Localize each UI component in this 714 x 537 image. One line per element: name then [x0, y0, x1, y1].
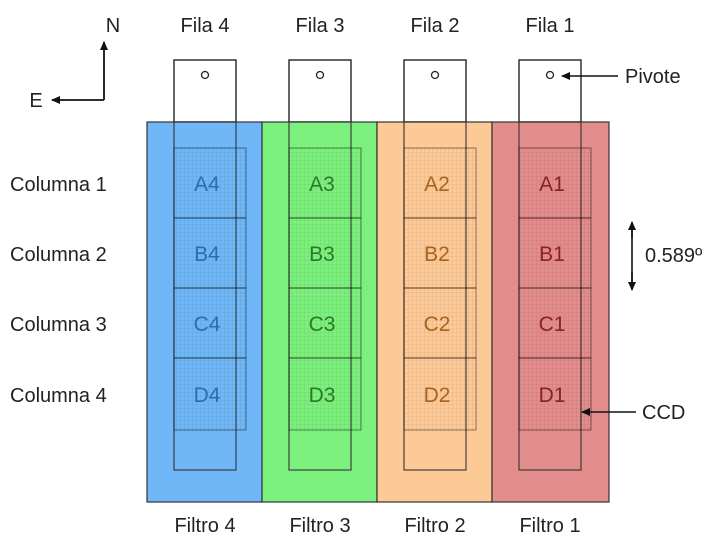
ccd-cell-label: A2 [424, 173, 450, 196]
ccd-cell [288, 287, 362, 359]
pivot-annotation: Pivote [561, 66, 681, 88]
filter-label: Filtro 3 [289, 515, 350, 537]
pivot-tab [288, 59, 352, 123]
ccd-label: CCD [642, 402, 685, 424]
ccd-cell [288, 357, 362, 431]
ccd-cell [403, 357, 477, 431]
pivot-hole [430, 70, 440, 80]
ccd-cell-label: A3 [309, 173, 335, 196]
pivot-tab [518, 59, 582, 123]
filter-label: Filtro 1 [519, 515, 580, 537]
ccd-cell [173, 217, 247, 289]
pivot-hole [200, 70, 210, 80]
column-label: Columna 2 [10, 244, 107, 266]
pivot-tab [173, 59, 237, 123]
ccd-cell [518, 357, 592, 431]
column-labels: Columna 1 Columna 2 Columna 3 Columna 4 [10, 174, 107, 407]
row-label: Fila 2 [411, 15, 460, 37]
ccd-cell-label: D2 [424, 384, 451, 407]
row-labels: Fila 4 Fila 3 Fila 2 Fila 1 [181, 15, 575, 37]
ccd-cell [403, 287, 477, 359]
row-label: Fila 3 [296, 15, 345, 37]
ccd-cell-label: B3 [309, 243, 335, 266]
ccd-cell-label: C2 [424, 313, 451, 336]
ccd-grid [173, 147, 592, 431]
compass: N E [29, 15, 120, 112]
ccd-annotation: CCD [581, 402, 685, 424]
ccd-cell-label: C3 [309, 313, 336, 336]
column-label: Columna 3 [10, 314, 107, 336]
compass-north-label: N [106, 15, 120, 37]
ccd-cell-labels: A4 B4 C4 D4 A3 B3 C3 D3 A2 B2 C2 D2 A1 B… [194, 173, 566, 407]
column-label: Columna 4 [10, 385, 107, 407]
row-label: Fila 1 [526, 15, 575, 37]
ccd-cell-label: B2 [424, 243, 450, 266]
ccd-cell-label: A4 [194, 173, 220, 196]
ccd-cell [173, 287, 247, 359]
pivot-hole [315, 70, 325, 80]
ccd-cell [518, 147, 592, 219]
ccd-cell-label: D4 [194, 384, 221, 407]
row-label: Fila 4 [181, 15, 230, 37]
ccd-cell [173, 357, 247, 431]
filter-label: Filtro 2 [404, 515, 465, 537]
compass-east-label: E [29, 90, 42, 112]
ccd-cell-label: D1 [539, 384, 566, 407]
ccd-cell [403, 147, 477, 219]
filter-labels: Filtro 4 Filtro 3 Filtro 2 Filtro 1 [174, 515, 580, 537]
filter-label: Filtro 4 [174, 515, 235, 537]
ccd-cell-label: B4 [194, 243, 220, 266]
ccd-cell [403, 217, 477, 289]
pivot-hole [545, 70, 555, 80]
spacing-annotation: 0.589º [628, 221, 703, 291]
pivot-label: Pivote [625, 66, 681, 88]
ccd-cell-label: B1 [539, 243, 565, 266]
spacing-label: 0.589º [645, 245, 703, 267]
ccd-cell-label: A1 [539, 173, 565, 196]
column-label: Columna 1 [10, 174, 107, 196]
ccd-cell-label: C4 [194, 313, 221, 336]
pivot-tab [403, 59, 467, 123]
ccd-cell [518, 217, 592, 289]
ccd-cell-label: C1 [539, 313, 566, 336]
pivot-tabs [173, 59, 582, 123]
ccd-cell [518, 287, 592, 359]
ccd-cell [288, 147, 362, 219]
ccd-cell-label: D3 [309, 384, 336, 407]
